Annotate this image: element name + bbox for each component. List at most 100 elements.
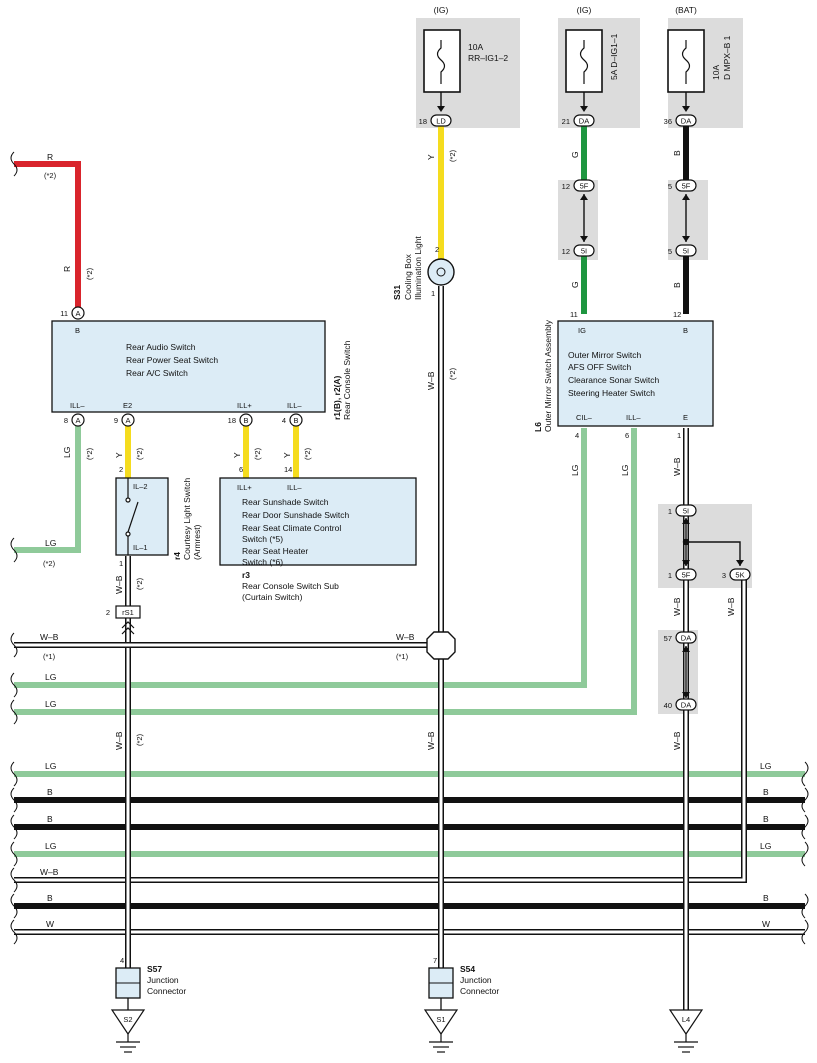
svg-text:rS1: rS1 — [122, 608, 134, 617]
svg-text:12: 12 — [562, 182, 570, 191]
rear-console-ref: r1(B), r2(A) — [332, 375, 342, 420]
sub-line-4: Switch (*5) — [242, 534, 283, 544]
bus-wb — [14, 576, 747, 883]
connector-rs1: rS1 2 — [106, 605, 141, 635]
svg-text:DA: DA — [579, 117, 589, 126]
svg-text:DA: DA — [681, 117, 691, 126]
pin-a-8: A 8 — [64, 413, 85, 427]
pin-sub-14: 14 — [284, 465, 292, 474]
svg-text:A: A — [75, 309, 80, 318]
bus-label-lg1-r: LG — [760, 761, 771, 771]
splice-octagon — [426, 631, 456, 660]
switch-symbol — [125, 478, 139, 555]
bus-label-lg2-l: LG — [45, 841, 56, 851]
pin-5i-1: 5I 1 — [668, 504, 697, 517]
svg-text:18: 18 — [228, 416, 236, 425]
rear-console-switch — [51, 320, 326, 413]
courtesy-name1: Courtesy Light Switch — [182, 478, 192, 560]
svg-text:5: 5 — [668, 182, 672, 191]
outer-mirror-switch-assembly — [557, 320, 714, 427]
label-g-upper: G — [570, 151, 580, 158]
cooling-name1: Cooling Box — [403, 253, 413, 300]
splice-link-e — [682, 518, 744, 566]
s57-ref: S57 — [147, 964, 162, 974]
pin-da-57: DA 57 — [664, 631, 697, 644]
pin-da-40: DA 40 — [664, 698, 697, 711]
svg-text:2: 2 — [106, 608, 110, 617]
pin-cooling-1: 1 — [431, 289, 435, 298]
mirror-term-e: E — [683, 413, 688, 422]
mirror-line-4: Steering Heater Switch — [568, 388, 655, 398]
source-ig1: (IG) — [434, 5, 449, 15]
ground-label-l4: L4 — [682, 1015, 690, 1024]
label-y-illm: Y — [282, 452, 292, 458]
rc-term-e2: E2 — [123, 401, 132, 410]
s54-l1: Junction — [460, 975, 492, 985]
pin-mirror-6: 6 — [625, 431, 629, 440]
label-lg-horiz-note: (*2) — [43, 559, 56, 568]
junction-connector-s57 — [115, 967, 141, 1010]
label-y-illp: Y — [232, 452, 242, 458]
svg-text:57: 57 — [664, 634, 672, 643]
rc-term-illp: ILL+ — [237, 401, 252, 410]
pin-mirror-11: 11 — [570, 310, 578, 319]
label-wb-h-left-note: (*1) — [43, 652, 56, 661]
rc-term-illm2: ILL– — [287, 401, 302, 410]
s54-l2: Connector — [460, 986, 499, 996]
fuse-rr-ig — [423, 29, 461, 112]
label-y-cooling: Y — [426, 154, 436, 160]
sub-name-2: (Curtain Switch) — [242, 592, 303, 602]
label-wb-right-2: W–B — [672, 597, 682, 616]
label-r-top: R — [47, 152, 53, 162]
pin-5f-1: 5F 1 — [668, 568, 697, 581]
junction-connector-s54 — [428, 967, 454, 1010]
mirror-ref: L6 — [533, 422, 543, 432]
label-lg-horiz: LG — [45, 538, 56, 548]
pin-a-9: A 9 — [114, 413, 135, 427]
bus-label-b1-r: B — [763, 787, 769, 797]
pin-sub-6: 6 — [239, 465, 243, 474]
pin-5k-3: 5K 3 — [722, 568, 751, 581]
mirror-line-3: Clearance Sonar Switch — [568, 375, 659, 385]
pin-a-11: A 11 — [60, 306, 85, 320]
splice-link-da — [682, 646, 690, 698]
label-b-lower: B — [672, 282, 682, 288]
rear-console-name: Rear Console Switch — [342, 340, 352, 420]
pin-5f-12: 5F 12 — [562, 179, 595, 192]
pin-s54-7: 7 — [433, 956, 437, 965]
svg-text:18: 18 — [419, 117, 427, 126]
svg-text:21: 21 — [562, 117, 570, 126]
pin-b-4: B 4 — [282, 413, 303, 427]
svg-text:DA: DA — [681, 701, 691, 710]
s57-l2: Connector — [147, 986, 186, 996]
ground-icon-s2 — [110, 1009, 146, 1053]
fuse-mpx-name: D MPX–B 1 — [722, 35, 732, 80]
bus-label-b2-l: B — [47, 814, 53, 824]
pin-courtesy-1: 1 — [119, 559, 123, 568]
wire-breaks-left — [10, 151, 809, 945]
label-y-e2: Y — [114, 452, 124, 458]
label-y-cooling-note: (*2) — [448, 149, 457, 162]
sub-line-6: Switch (*6) — [242, 557, 283, 567]
pin-mirror-1: 1 — [677, 431, 681, 440]
courtesy-term-2: IL–1 — [133, 543, 148, 552]
bus-label-b3-r: B — [763, 893, 769, 903]
fuse-mpx-amp: 10A — [711, 65, 721, 80]
courtesy-light-switch — [115, 477, 169, 556]
svg-text:5F: 5F — [580, 182, 589, 191]
label-wb-center: W–B — [426, 371, 436, 390]
label-r-top-note: (*2) — [44, 171, 57, 180]
sub-name-1: Rear Console Switch Sub — [242, 581, 339, 591]
label-wb-h-right: W–B — [396, 632, 415, 642]
mirror-name: Outer Mirror Switch Assembly — [543, 319, 553, 432]
mirror-term-ig: IG — [578, 326, 586, 335]
ground-label-s2: S2 — [123, 1015, 132, 1024]
sub-line-1: Rear Sunshade Switch — [242, 497, 329, 507]
source-bat: (BAT) — [675, 5, 697, 15]
svg-text:40: 40 — [664, 701, 672, 710]
splice-link-b — [682, 194, 690, 242]
sub-line-2: Rear Door Sunshade Switch — [242, 510, 350, 520]
rc-term-b: B — [75, 326, 80, 335]
rear-console-line-3: Rear A/C Switch — [126, 368, 188, 378]
pin-b-18: B 18 — [228, 413, 253, 427]
